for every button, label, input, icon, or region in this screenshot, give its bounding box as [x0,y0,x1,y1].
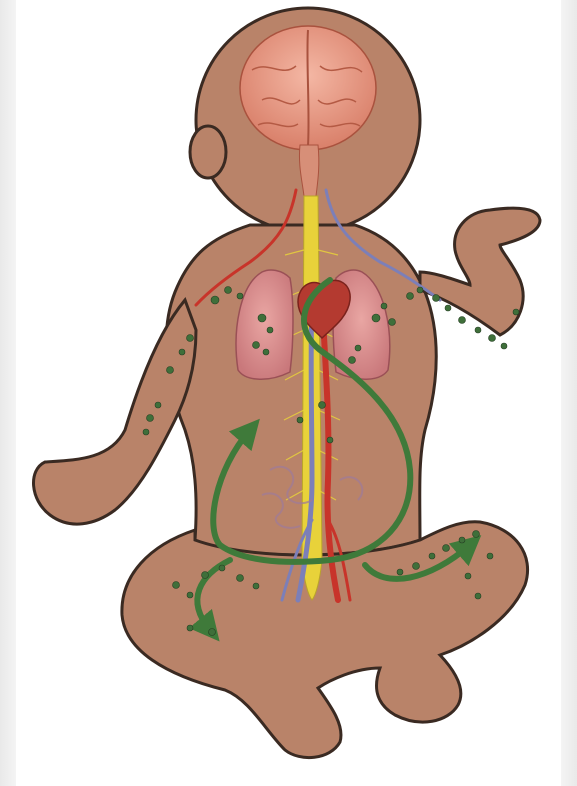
left-arm [34,300,196,524]
legs [122,522,528,758]
right-arm [420,208,540,335]
ear [190,126,226,178]
torso [166,225,436,555]
